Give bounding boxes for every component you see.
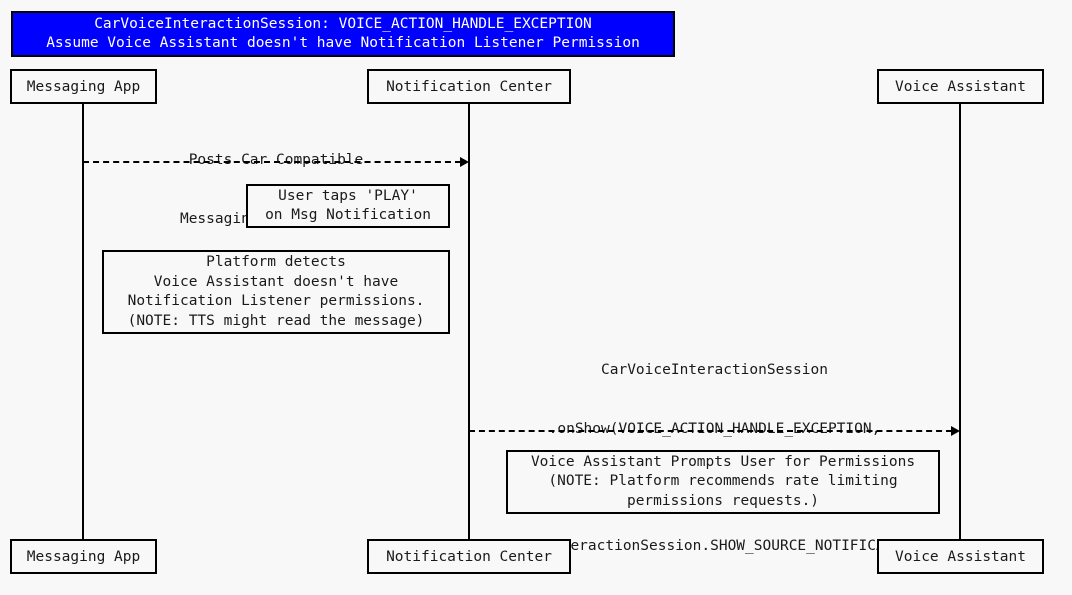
- note-prompts-permissions: Voice Assistant Prompts User for Permiss…: [506, 450, 940, 514]
- note-user-taps-play: User taps 'PLAY' on Msg Notification: [246, 184, 450, 228]
- note-platform-detects-line-1: Platform detects: [206, 254, 346, 270]
- message-line-onshow: [469, 430, 952, 432]
- message-label-onshow-line-2: .onShow(VOICE_ACTION_HANDLE_EXCEPTION,: [548, 420, 881, 437]
- participant-head-voice-assistant[interactable]: Voice Assistant: [877, 69, 1044, 104]
- note-prompts-permissions-line-1: Voice Assistant Prompts User for Permiss…: [530, 453, 916, 470]
- message-arrowhead-onshow: [951, 426, 960, 436]
- diagram-title-line-1: CarVoiceInteractionSession: VOICE_ACTION…: [94, 16, 592, 32]
- message-label-post-notification-line-1: Posts Car Compatible: [188, 152, 364, 168]
- note-platform-detects: Platform detects Voice Assistant doesn't…: [102, 250, 450, 334]
- diagram-title-banner: CarVoiceInteractionSession: VOICE_ACTION…: [11, 11, 675, 57]
- lifeline-notification-center: [468, 103, 470, 539]
- participant-foot-messaging-app[interactable]: Messaging App: [10, 539, 157, 574]
- note-platform-detects-line-3: Notification Listener permissions.: [127, 293, 425, 309]
- participant-foot-voice-assistant[interactable]: Voice Assistant: [877, 539, 1044, 574]
- lifeline-messaging-app: [82, 103, 84, 539]
- participant-head-messaging-app[interactable]: Messaging App: [10, 69, 157, 104]
- note-platform-detects-line-4: (NOTE: TTS might read the message): [127, 312, 425, 329]
- note-prompts-permissions-line-2: (NOTE: Platform recommends rate limiting: [548, 473, 898, 490]
- note-prompts-permissions-line-3: permissions requests.): [626, 492, 820, 509]
- diagram-title-line-2: Assume Voice Assistant doesn't have Noti…: [46, 35, 640, 51]
- participant-head-notification-center[interactable]: Notification Center: [367, 69, 571, 104]
- message-label-onshow-line-4: VoiceInteractionSession.SHOW_SOURCE_NOTI…: [500, 537, 929, 554]
- lifeline-voice-assistant: [959, 103, 961, 539]
- note-user-taps-play-line-2: on Msg Notification: [265, 207, 431, 223]
- note-user-taps-play-line-1: User taps 'PLAY': [278, 187, 418, 204]
- note-platform-detects-line-2: Voice Assistant doesn't have: [153, 273, 399, 290]
- message-label-onshow-line-1: CarVoiceInteractionSession: [601, 362, 828, 378]
- participant-foot-notification-center[interactable]: Notification Center: [367, 539, 571, 574]
- message-arrowhead-post-notification: [460, 157, 469, 167]
- message-line-post-notification: [83, 161, 461, 163]
